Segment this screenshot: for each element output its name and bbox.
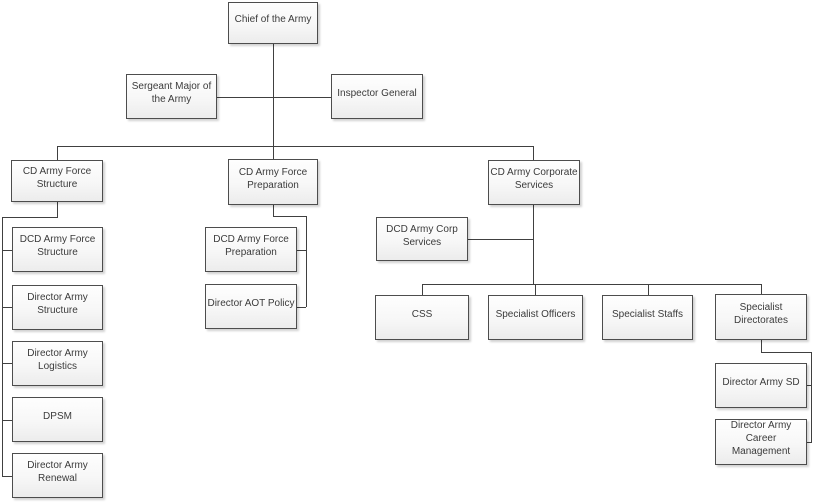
node-director-army-renewal: Director Army Renewal xyxy=(12,453,103,498)
node-label: Sergeant Major of the Army xyxy=(131,81,212,105)
node-label: Director Army SD xyxy=(722,376,800,388)
connector-line xyxy=(535,284,536,295)
node-label: Director Army Logistics xyxy=(27,348,88,372)
connector-line xyxy=(422,284,762,285)
connector-line xyxy=(2,363,12,364)
node-label: Director Army Career Management xyxy=(730,420,792,457)
connector-line xyxy=(217,97,331,98)
node-label: DCD Army Force Structure xyxy=(19,234,96,258)
node-director-army-structure: Director Army Structure xyxy=(12,285,103,330)
node-label: Specialist Directorates xyxy=(734,301,788,326)
node-cd-army-force-preparation: CD Army Force Preparation xyxy=(228,159,318,205)
node-label: Chief of the Army xyxy=(234,14,312,25)
connector-line xyxy=(297,250,306,251)
connector-line xyxy=(807,385,811,386)
node-label: CD Army Force Structure xyxy=(22,165,92,190)
node-dcd-army-force-preparation: DCD Army Force Preparation xyxy=(205,227,297,272)
connector-line xyxy=(648,284,649,295)
node-label: Director Army Renewal xyxy=(27,460,88,484)
node-dcd-army-force-structure: DCD Army Force Structure xyxy=(12,227,103,272)
node-css: CSS xyxy=(375,295,469,340)
connector-line xyxy=(811,352,812,443)
node-dpsm: DPSM xyxy=(12,397,103,442)
node-specialist-officers: Specialist Officers xyxy=(488,295,583,340)
connector-line xyxy=(468,239,533,240)
connector-line xyxy=(761,352,812,353)
node-dcd-army-corp-services: DCD Army Corp Services xyxy=(376,217,468,261)
connector-line xyxy=(761,284,762,294)
connector-line xyxy=(2,476,12,477)
node-specialist-staffs: Specialist Staffs xyxy=(602,295,693,340)
node-label: Director Army Structure xyxy=(27,292,88,316)
connector-line xyxy=(273,43,274,160)
node-specialist-directorates: Specialist Directorates xyxy=(715,294,807,340)
connector-line xyxy=(273,216,307,217)
node-label: CD Army Corporate Services xyxy=(490,167,578,191)
connector-line xyxy=(2,307,12,308)
node-label: Specialist Officers xyxy=(495,308,576,320)
node-chief-of-the-army: Chief of the Army xyxy=(228,2,318,44)
connector-line xyxy=(2,420,12,421)
node-cd-army-corporate-services: CD Army Corporate Services xyxy=(488,160,580,205)
node-label: CSS xyxy=(411,308,433,320)
node-label: CD Army Force Preparation xyxy=(238,166,308,191)
node-label: Inspector General xyxy=(337,87,417,99)
connector-line xyxy=(2,250,12,251)
connector-line xyxy=(761,340,762,352)
node-director-aot-policy: Director AOT Policy xyxy=(205,284,297,329)
node-label: DCD Army Force Preparation xyxy=(213,234,289,258)
node-director-army-logistics: Director Army Logistics xyxy=(12,341,103,386)
connector-line xyxy=(57,146,534,147)
node-inspector-general: Inspector General xyxy=(331,74,423,119)
node-label: Director AOT Policy xyxy=(207,297,295,309)
connector-line xyxy=(807,442,811,443)
connector-line xyxy=(2,217,3,476)
connector-line xyxy=(297,307,306,308)
node-director-army-career-management: Director Army Career Management xyxy=(715,419,807,465)
connector-line xyxy=(533,146,534,160)
connector-line xyxy=(533,205,534,284)
connector-line xyxy=(57,202,58,217)
connector-line xyxy=(2,217,58,218)
node-label: Specialist Staffs xyxy=(612,308,683,320)
node-cd-army-force-structure: CD Army Force Structure xyxy=(11,160,103,202)
connector-line xyxy=(306,216,307,307)
node-label: DCD Army Corp Services xyxy=(386,223,458,248)
connector-line xyxy=(273,205,274,216)
node-sergeant-major-of-the-army: Sergeant Major of the Army xyxy=(126,74,217,119)
connector-line xyxy=(57,146,58,160)
node-director-army-sd: Director Army SD xyxy=(715,363,807,408)
connector-line xyxy=(422,284,423,295)
node-label: DPSM xyxy=(43,410,72,422)
